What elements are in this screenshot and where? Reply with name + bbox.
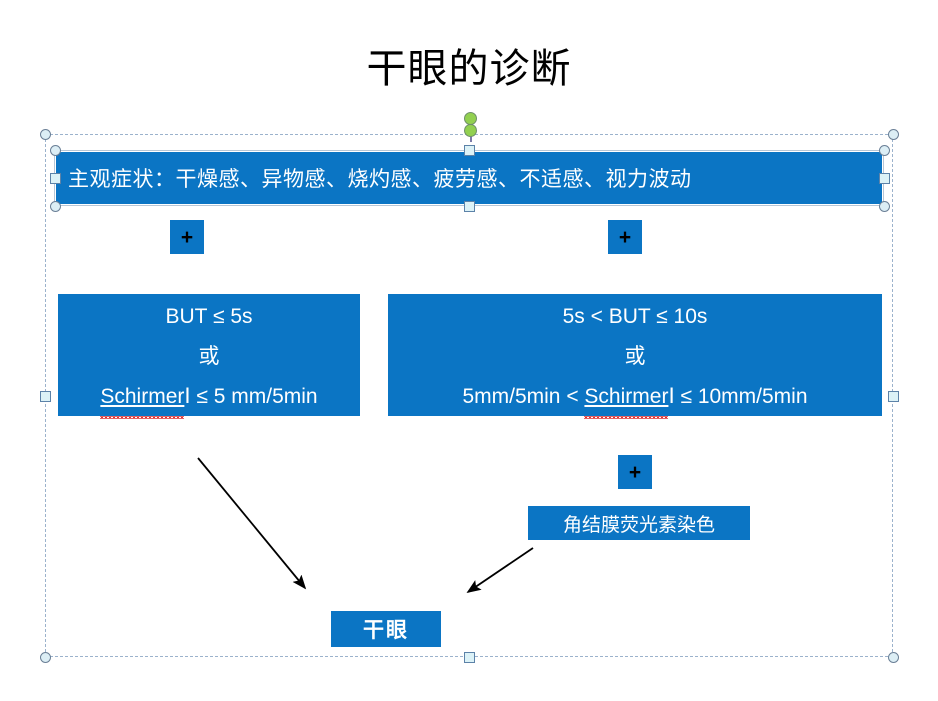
plus-connector-right[interactable]: + (608, 220, 642, 254)
plus-icon: + (628, 460, 642, 484)
criteria-left-line3: SchirmerⅠ ≤ 5 mm/5min (100, 377, 318, 419)
criteria-right-line3-rest: Ⅰ ≤ 10mm/5min (668, 385, 808, 408)
shape-resize-handle-top-middle[interactable] (464, 145, 475, 156)
resize-handle-bottom-left[interactable] (40, 652, 51, 663)
plus-connector-left[interactable]: + (170, 220, 204, 254)
criteria-left-line2: 或 (198, 345, 220, 368)
criteria-right-line2: 或 (624, 345, 646, 368)
resize-handle-bottom-middle[interactable] (464, 652, 475, 663)
shape-resize-handle-right-middle[interactable] (879, 173, 890, 184)
shape-resize-handle-bottom-left[interactable] (50, 201, 61, 212)
shape-resize-handle-bottom-right[interactable] (879, 201, 890, 212)
resize-handle-right-middle[interactable] (888, 391, 899, 402)
schirmer-term: Schirmer (100, 377, 185, 419)
resize-handle-left-middle[interactable] (40, 391, 51, 402)
result-box-dry-eye[interactable]: 干眼 (331, 611, 441, 647)
criteria-box-left[interactable]: BUT ≤ 5s 或 SchirmerⅠ ≤ 5 mm/5min (58, 294, 360, 419)
rotate-handle-secondary[interactable] (464, 124, 477, 137)
arrow-left-to-result (197, 457, 307, 590)
plus-icon: + (618, 225, 632, 249)
shape-resize-handle-top-left[interactable] (50, 145, 61, 156)
resize-handle-bottom-right[interactable] (888, 652, 899, 663)
symptoms-bar-label: 主观症状：干燥感、异物感、烧灼感、疲劳感、不适感、视力波动 (68, 168, 692, 191)
result-label: 干眼 (363, 619, 409, 642)
shape-resize-handle-left-middle[interactable] (50, 173, 61, 184)
criteria-right-line3-prefix: 5mm/5min < (462, 385, 585, 408)
page-title: 干眼的诊断 (366, 47, 572, 91)
plus-icon: + (180, 225, 194, 249)
criteria-box-right[interactable]: 5s < BUT ≤ 10s 或 5mm/5min < SchirmerⅠ ≤ … (388, 294, 882, 419)
arrow-staining-to-result (466, 547, 534, 594)
criteria-right-line3: 5mm/5min < SchirmerⅠ ≤ 10mm/5min (462, 377, 808, 419)
shape-resize-handle-top-right[interactable] (879, 145, 890, 156)
schirmer-term: Schirmer (584, 377, 669, 419)
staining-box[interactable]: 角结膜荧光素染色 (528, 506, 750, 540)
resize-handle-top-left[interactable] (40, 129, 51, 140)
criteria-left-line3-rest: Ⅰ ≤ 5 mm/5min (184, 385, 318, 408)
symptoms-bar[interactable]: 主观症状：干燥感、异物感、烧灼感、疲劳感、不适感、视力波动 (56, 152, 882, 204)
criteria-right-line1: 5s < BUT ≤ 10s (562, 305, 708, 328)
resize-handle-top-right[interactable] (888, 129, 899, 140)
plus-connector-staining[interactable]: + (618, 455, 652, 489)
staining-label: 角结膜荧光素染色 (562, 514, 715, 536)
shape-resize-handle-bottom-middle[interactable] (464, 201, 475, 212)
criteria-left-line1: BUT ≤ 5s (165, 305, 253, 328)
